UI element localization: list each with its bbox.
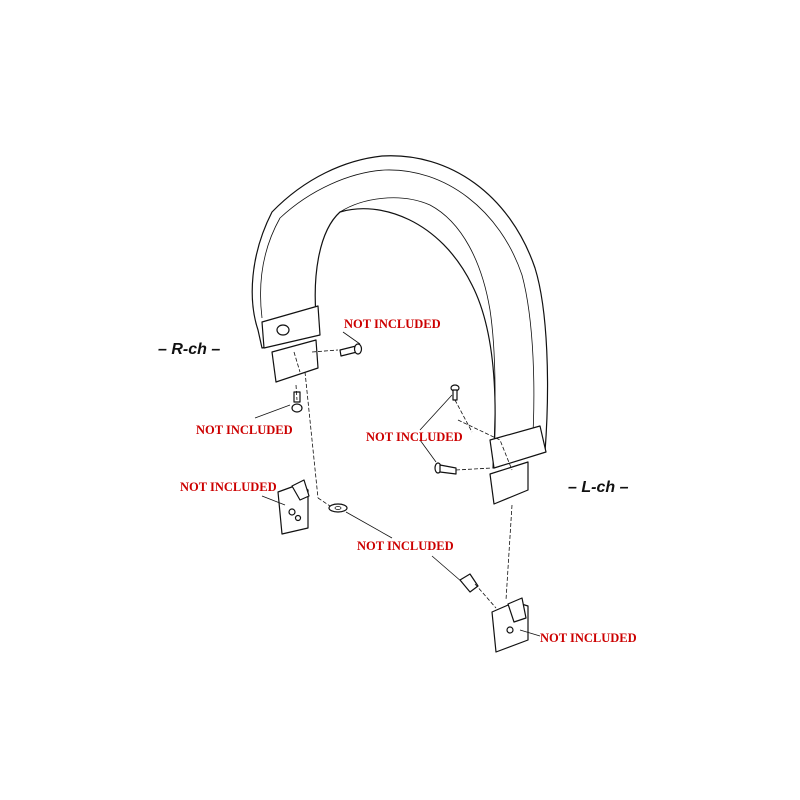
screw-left-top <box>450 384 460 401</box>
left-channel-label: – L-ch – <box>568 479 629 496</box>
right-slider-bar <box>271 339 319 383</box>
left-slider-bar <box>489 461 529 505</box>
right-band-end <box>261 305 321 383</box>
note-screws-left: NOT INCLUDED <box>366 430 463 444</box>
screw-left-lower <box>434 462 457 475</box>
note-washers: NOT INCLUDED <box>357 539 454 553</box>
note-slider-right: NOT INCLUDED <box>180 480 277 494</box>
headband-inner-edge <box>260 169 535 453</box>
assembly-lines <box>295 349 513 609</box>
left-slider-hidden-line <box>457 419 513 471</box>
note-screw-right-top: NOT INCLUDED <box>344 317 441 331</box>
note-screw-right-lower: NOT INCLUDED <box>196 423 293 437</box>
screw-right-lower <box>291 391 303 413</box>
left-end-cap <box>489 425 547 469</box>
headband-inner-arch <box>339 197 496 469</box>
headband-body <box>251 155 549 469</box>
note-slider-left: NOT INCLUDED <box>540 631 637 645</box>
right-end-hole <box>276 324 290 336</box>
washer-right <box>328 503 348 513</box>
left-slider-bracket <box>491 597 529 653</box>
right-slider-bracket <box>277 479 310 535</box>
right-channel-label: – R-ch – <box>158 341 220 358</box>
left-band-end <box>457 419 547 505</box>
washer-left <box>459 573 479 593</box>
right-slider-hidden-line <box>293 351 301 373</box>
right-end-cap <box>261 305 321 349</box>
screw-right-top <box>339 343 363 357</box>
headband <box>251 155 549 469</box>
leader-lines <box>254 331 541 637</box>
